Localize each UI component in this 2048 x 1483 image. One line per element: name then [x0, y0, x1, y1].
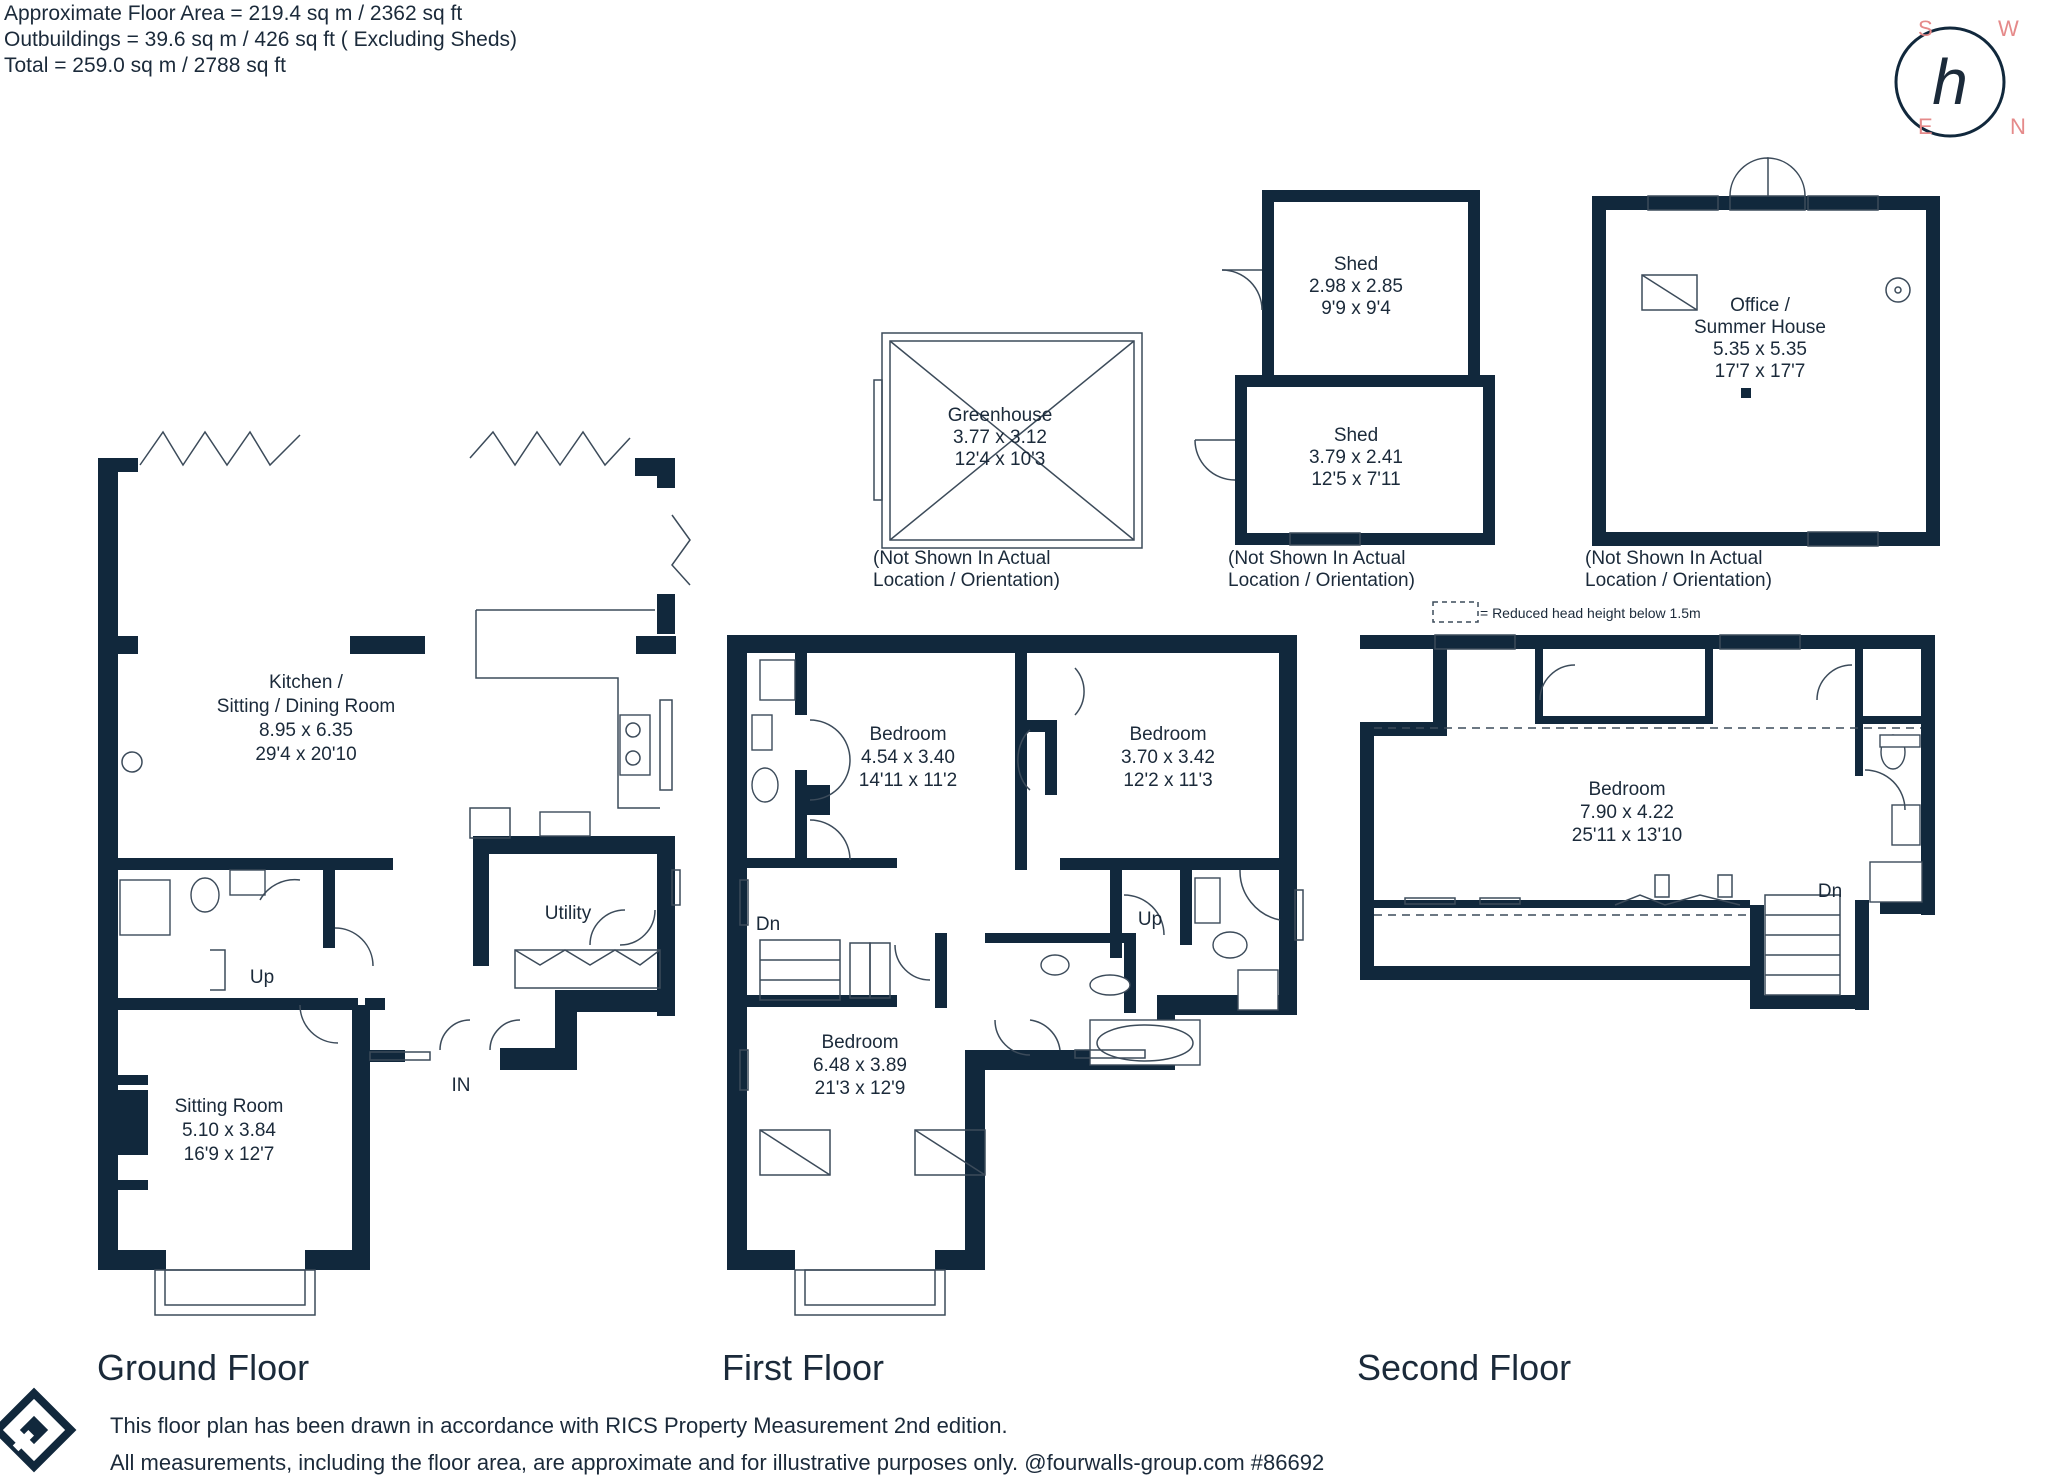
bed1-imperial: 14'11 x 11'2 — [859, 770, 957, 791]
compass-w: W — [1998, 16, 2019, 41]
shed-lower — [1194, 375, 1495, 546]
compass-s: S — [1918, 16, 1933, 41]
greenhouse-label: Greenhouse 3.77 x 3.12 12'4 x 10'3 — [948, 405, 1053, 470]
kitchen-name-2: Sitting / Dining Room — [217, 696, 395, 717]
office-summer-house — [1592, 157, 1940, 547]
bed3-name: Bedroom — [821, 1032, 898, 1053]
bed4-metric: 7.90 x 4.22 — [1580, 802, 1674, 823]
shed2-name: Shed — [1334, 425, 1378, 446]
shed-upper — [1221, 190, 1480, 375]
bed4-name: Bedroom — [1588, 779, 1665, 800]
first-floor-walls — [727, 635, 1297, 1270]
compass-e: E — [1918, 114, 1933, 139]
ground-floor-walls — [98, 458, 676, 1270]
area-line-3: Total = 259.0 sq m / 2788 sq ft — [4, 54, 286, 77]
second-floor-title: Second Floor — [1357, 1347, 1571, 1388]
office-name-1: Office / — [1730, 295, 1791, 316]
office-metric: 5.35 x 5.35 — [1713, 339, 1807, 360]
kitchen-name-1: Kitchen / — [269, 672, 344, 693]
greenhouse-name: Greenhouse — [948, 405, 1053, 426]
bedroom-1-label: Bedroom 4.54 x 3.40 14'11 x 11'2 — [859, 724, 957, 791]
bedroom-2-label: Bedroom 3.70 x 3.42 12'2 x 11'3 — [1121, 724, 1215, 791]
bed2-imperial: 12'2 x 11'3 — [1123, 770, 1212, 791]
office-label: Office / Summer House 5.35 x 5.35 17'7 x… — [1694, 295, 1826, 382]
first-floor-title: First Floor — [722, 1347, 884, 1388]
sitting-imperial: 16'9 x 12'7 — [184, 1144, 275, 1165]
shed1-metric: 2.98 x 2.85 — [1309, 276, 1403, 297]
stairs-down-label: Dn — [756, 914, 780, 935]
bed1-name: Bedroom — [869, 724, 946, 745]
shed1-name: Shed — [1334, 254, 1378, 275]
footer-line-1: This floor plan has been drawn in accord… — [110, 1413, 1008, 1438]
bedroom-4-label: Bedroom 7.90 x 4.22 25'11 x 13'10 — [1572, 779, 1682, 846]
kitchen-metric: 8.95 x 6.35 — [259, 720, 353, 741]
head-height-legend: = Reduced head height below 1.5m — [1480, 605, 1701, 621]
area-line-1: Approximate Floor Area = 219.4 sq m / 23… — [4, 2, 462, 25]
shed-2-label: Shed 3.79 x 2.41 12'5 x 7'11 — [1309, 425, 1403, 490]
shed-note-2: Location / Orientation) — [1228, 570, 1415, 591]
bed3-metric: 6.48 x 3.89 — [813, 1055, 907, 1076]
utility-label: Utility — [545, 903, 592, 924]
compass-logo: h S W E N — [1894, 16, 2026, 139]
shed1-imperial: 9'9 x 9'4 — [1321, 298, 1391, 319]
office-note-2: Location / Orientation) — [1585, 570, 1772, 591]
logo-letter: h — [1932, 46, 1968, 118]
bedroom-3-label: Bedroom 6.48 x 3.89 21'3 x 12'9 — [813, 1032, 907, 1099]
shed2-imperial: 12'5 x 7'11 — [1311, 469, 1400, 490]
shed-1-label: Shed 2.98 x 2.85 9'9 x 9'4 — [1309, 254, 1403, 319]
sitting-room-label: Sitting Room 5.10 x 3.84 16'9 x 12'7 — [175, 1096, 284, 1165]
office-note-1: (Not Shown In Actual — [1585, 548, 1762, 569]
greenhouse-metric: 3.77 x 3.12 — [953, 427, 1047, 448]
first-floor-details — [739, 659, 1304, 1316]
shed2-metric: 3.79 x 2.41 — [1309, 447, 1403, 468]
ground-floor-title: Ground Floor — [97, 1347, 309, 1388]
bed2-name: Bedroom — [1129, 724, 1206, 745]
area-line-2: Outbuildings = 39.6 sq m / 426 sq ft ( E… — [4, 28, 517, 51]
footer-line-2: All measurements, including the floor ar… — [110, 1450, 1324, 1475]
entrance-label: IN — [452, 1075, 471, 1096]
bed3-imperial: 21'3 x 12'9 — [815, 1078, 906, 1099]
fourwalls-logo — [0, 1387, 77, 1473]
bed4-imperial: 25'11 x 13'10 — [1572, 825, 1682, 846]
greenhouse-note-2: Location / Orientation) — [873, 570, 1060, 591]
greenhouse-note-1: (Not Shown In Actual — [873, 548, 1050, 569]
compass-ring — [1894, 26, 2006, 138]
sitting-metric: 5.10 x 3.84 — [182, 1120, 276, 1141]
office-name-2: Summer House — [1694, 317, 1826, 338]
ground-floor-details — [119, 430, 691, 1316]
kitchen-label: Kitchen / Sitting / Dining Room 8.95 x 6… — [217, 672, 395, 765]
office-imperial: 17'7 x 17'7 — [1715, 361, 1806, 382]
greenhouse — [873, 332, 1143, 549]
stairs-up-2-label: Up — [1138, 909, 1162, 930]
bed2-metric: 3.70 x 3.42 — [1121, 747, 1215, 768]
compass-n: N — [2010, 114, 2026, 139]
stairs-up-label: Up — [250, 967, 274, 988]
second-floor-walls — [1360, 635, 1935, 1010]
sitting-name: Sitting Room — [175, 1096, 284, 1117]
second-floor-details — [1374, 601, 1923, 996]
shed-note-1: (Not Shown In Actual — [1228, 548, 1405, 569]
kitchen-imperial: 29'4 x 20'10 — [255, 744, 356, 765]
stairs-down-2-label: Dn — [1818, 881, 1842, 902]
greenhouse-imperial: 12'4 x 10'3 — [955, 449, 1046, 470]
bed1-metric: 4.54 x 3.40 — [861, 747, 955, 768]
